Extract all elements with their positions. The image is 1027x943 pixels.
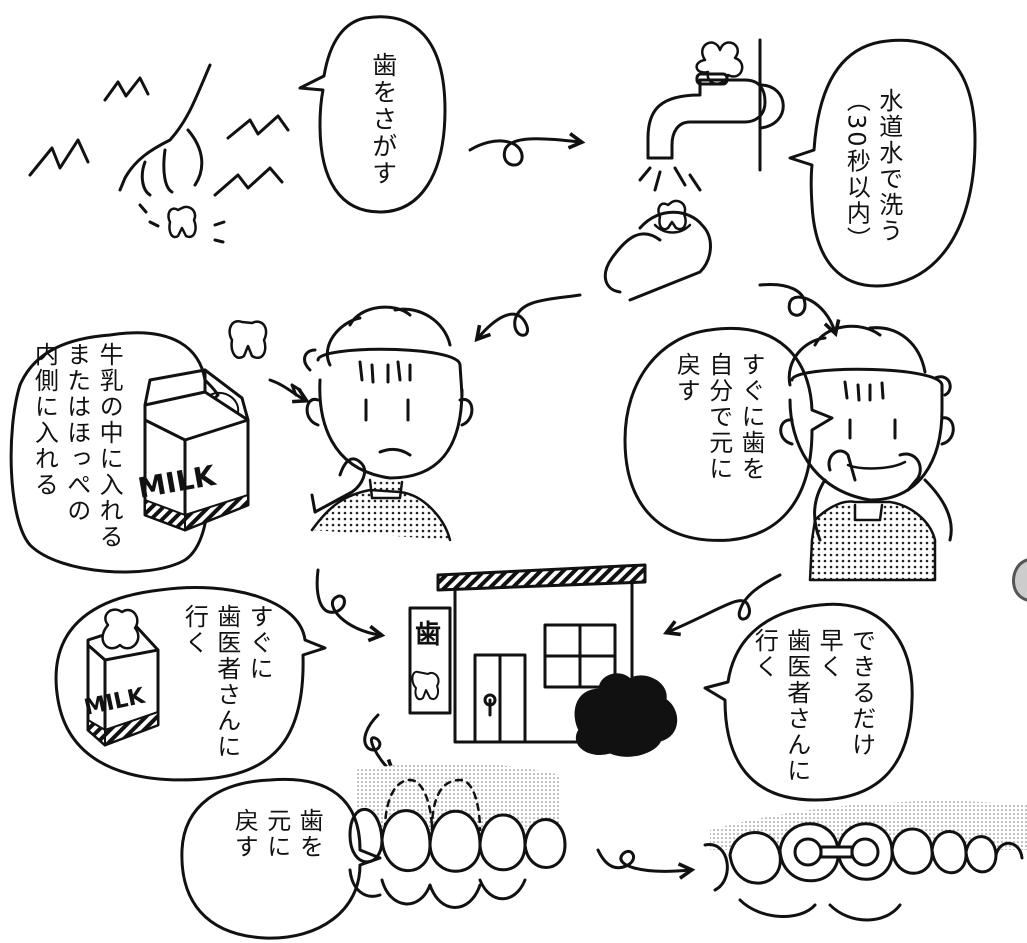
arrow-wash-to-selfput [758,282,841,338]
arrow-search-to-wash [468,132,586,167]
arrow-selfput-to-clinic [663,573,782,637]
label-replace: 歯を 元に 戻す [230,808,324,860]
bubble-replace [180,777,382,940]
clinic-sign-text: 歯 [415,620,441,650]
bubble-gonow [54,586,327,782]
label-asap: できるだけ 早く 歯医者さんに 行く [750,628,876,784]
edge-circle-fragment [1012,558,1027,602]
splinted-teeth-illustration [703,801,1027,922]
label-selfput: すぐに歯を 自分で元に 戻す [672,352,766,482]
boy-replacing-tooth-illustration [779,324,955,582]
arrow-milk-to-clinic [315,568,386,643]
dental-clinic-illustration [408,563,678,757]
bubble-selfput [623,327,834,542]
label-wash: 水道水で洗う （30秒以内） [842,88,903,253]
bubble-wash [788,38,977,288]
faucet-washing-illustration [603,38,785,302]
label-search: 歯をさがす [368,52,398,187]
tooth-icon [228,319,268,359]
boy-left-shirt [310,478,452,542]
boy-holding-cheek-illustration [290,305,474,542]
milk-carton-illustration-2 [86,608,160,747]
boy-right-shirt [808,500,937,582]
arrow-clinic-to-teeth [363,713,397,776]
label-milk: 牛乳の中に入れる またはほっぺの 内側に入れる [30,342,124,550]
arrow-tooth-to-boy [268,378,310,404]
bubble-asap [703,602,914,802]
milk-carton-illustration [143,368,250,532]
label-gonow: すぐに 歯医者さんに 行く [180,604,274,760]
arrow-wash-to-milk [474,293,582,343]
searching-hand-illustration [28,63,290,244]
arrow-replace-to-splint [596,848,696,880]
bubble-search [298,15,447,214]
teeth-replaced-illustration [348,763,567,909]
